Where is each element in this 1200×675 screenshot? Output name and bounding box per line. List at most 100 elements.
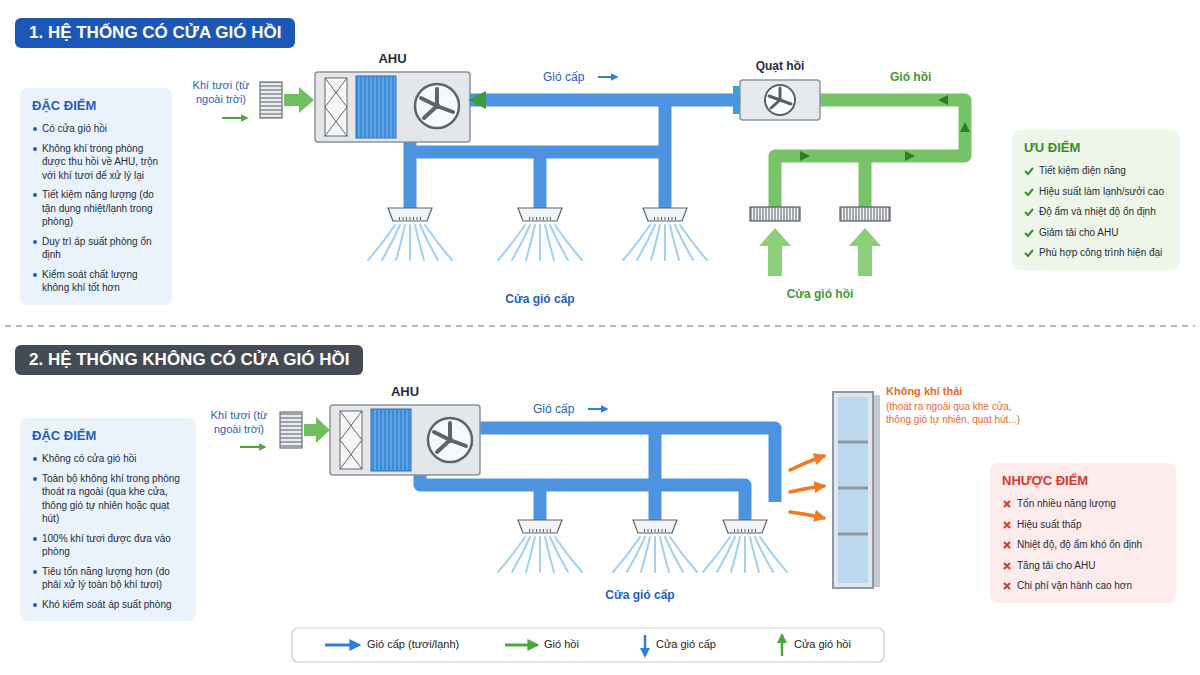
supply-air-spray — [540, 217, 541, 220]
fresh-air-intake — [260, 82, 282, 118]
check-icon — [1024, 228, 1034, 238]
supply-air-spray — [399, 217, 400, 220]
return-flow-arrow — [938, 95, 948, 105]
features-panel: ĐẶC ĐIỂMKhông có cửa gió hồiToàn bộ khôn… — [20, 418, 196, 621]
flow-label: Gió hồi — [890, 70, 931, 86]
window — [833, 392, 873, 588]
supply-air-spray — [664, 225, 666, 260]
ahu-unit — [434, 103, 440, 109]
panel-item: Tốn nhiều năng lượng — [1002, 497, 1166, 511]
supply-air-spray — [752, 529, 753, 532]
legend-box — [292, 628, 884, 662]
supply-air-spray — [734, 529, 735, 532]
supply-air-spray — [555, 225, 582, 260]
supply-air-spray — [540, 529, 541, 532]
return-grille — [849, 228, 881, 276]
cross-icon — [1002, 520, 1012, 530]
supply-air-spray — [547, 217, 548, 220]
supply-air-spray — [648, 529, 649, 532]
supply-air-spray — [529, 529, 530, 532]
panel-item: Tiết kiệm điện năng — [1024, 164, 1170, 178]
flow-direction-arrow — [588, 408, 607, 410]
window — [838, 397, 868, 583]
panel-item: Duy trì áp suất phòng ổn định — [32, 235, 162, 262]
check-icon — [1024, 248, 1034, 258]
cross-icon — [1002, 581, 1012, 591]
panel-item-text: Hiệu suất làm lạnh/sưởi cao — [1039, 186, 1164, 197]
supply-air-spray — [680, 225, 707, 260]
panel-item: Hiệu suất thấp — [1002, 518, 1166, 532]
check-icon — [1024, 166, 1034, 176]
supply-air-spray — [658, 529, 659, 532]
supply-air-spray — [529, 217, 530, 220]
supply-air-spray — [654, 537, 656, 572]
supply-air-spray — [738, 529, 739, 532]
section-title-text: 2. HỆ THỐNG KHÔNG CÓ CỬA GIÓ HỒI — [29, 350, 349, 369]
panel-item: Hiệu suất làm lạnh/sưởi cao — [1024, 185, 1170, 199]
panel-item-text: Chi phí vận hành cao hơn — [1017, 580, 1132, 591]
return-fan — [740, 80, 820, 120]
cross-icon — [1002, 499, 1012, 509]
legend-box — [292, 628, 884, 662]
ahu-unit — [325, 78, 347, 136]
cross-icon — [1004, 563, 1010, 569]
supply-air-spray — [420, 217, 421, 220]
return-grille — [750, 207, 890, 276]
ahu-unit — [421, 89, 453, 118]
legend-box — [644, 635, 647, 656]
supply-air-spray — [406, 217, 407, 220]
supply-air-spray — [547, 529, 548, 532]
ahu-unit — [330, 405, 480, 475]
panel-item: Toàn bộ không khí trong phòng thoát ra n… — [32, 472, 186, 526]
cross-icon — [1004, 501, 1010, 507]
group-label: Cửa gió cấp — [470, 292, 610, 308]
panel-item: Giảm tải cho AHU — [1024, 226, 1170, 240]
duct-connector — [470, 94, 740, 107]
return-fan — [769, 88, 791, 108]
fresh-air-label: Khí tươi (từ ngoài trời) — [178, 78, 264, 107]
panel-item: Không khí trong phòng được thu hồi về AH… — [32, 142, 162, 183]
group-label: Cửa gió cấp — [570, 588, 710, 604]
legend-box — [781, 635, 784, 656]
fresh-air-intake — [222, 117, 247, 119]
supply-air-spray — [643, 208, 687, 221]
section-title-text: 1. HỆ THỐNG CÓ CỬA GIÓ HỒI — [29, 23, 281, 42]
fresh-air-intake — [222, 82, 330, 448]
panel-item: Có cửa gió hồi — [32, 122, 162, 136]
panel-item: Tăng tải cho AHU — [1002, 559, 1166, 573]
supply-air-spray — [760, 537, 787, 572]
supply-air-spray — [662, 529, 663, 532]
supply-air-spray — [409, 225, 411, 260]
ahu-box: AHU — [330, 405, 480, 475]
supply-air-spray — [644, 529, 645, 532]
check-icon — [1025, 168, 1033, 174]
return-flow-arrow — [800, 95, 970, 161]
return-grille — [840, 207, 890, 221]
supply-air-spray — [633, 520, 677, 533]
section-title: 2. HỆ THỐNG KHÔNG CÓ CỬA GIÓ HỒI — [15, 345, 363, 375]
ahu-unit — [447, 437, 453, 443]
supply-air-spray — [550, 217, 551, 220]
cross-icon — [1004, 583, 1010, 589]
check-icon — [1025, 209, 1033, 215]
group-label: Cửa gió hồi — [750, 287, 890, 303]
panel-item: Không có cửa gió hồi — [32, 452, 186, 466]
exhaust-air-arrow — [790, 456, 824, 518]
check-icon — [1025, 230, 1033, 236]
return-duct — [859, 156, 872, 207]
legend-text: Cửa gió hồi — [794, 638, 851, 650]
supply-air-spray — [539, 537, 541, 572]
section-divider — [5, 325, 1195, 327]
fresh-air-intake — [284, 87, 314, 113]
return-flow-arrow — [905, 151, 915, 161]
panel-item: Chi phí vận hành cao hơn — [1002, 579, 1166, 593]
panel-item-text: Hiệu suất thấp — [1017, 519, 1082, 530]
flow-label: Gió cấp — [533, 402, 574, 418]
fresh-air-intake — [240, 446, 265, 448]
supply-air-spray — [403, 217, 404, 220]
supply-air-spray — [543, 529, 544, 532]
return-flow-arrow — [960, 122, 970, 132]
exhaust-air-arrow — [790, 456, 824, 470]
supply-air-spray — [672, 217, 673, 220]
panel-heading: ƯU ĐIỂM — [1024, 140, 1170, 155]
